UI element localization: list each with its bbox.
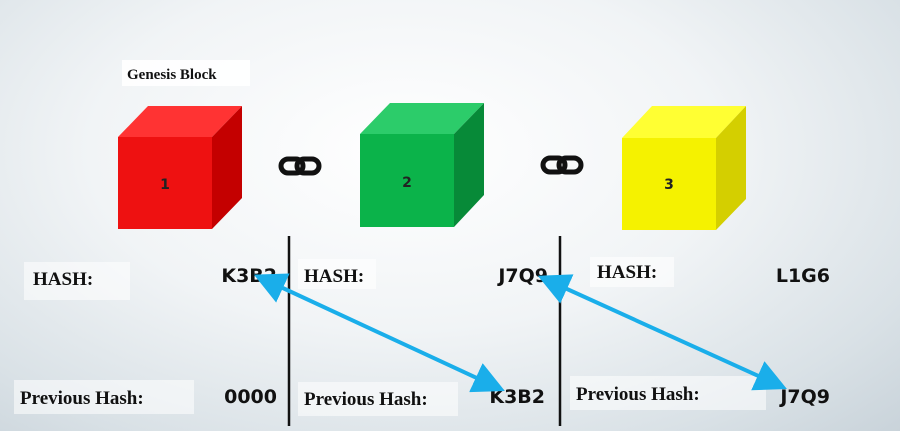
chain-link-icon	[278, 156, 322, 176]
block-3-hash-label: HASH:	[597, 262, 657, 283]
block-1-top	[118, 106, 242, 137]
link-arrow-1-2	[253, 273, 505, 393]
block-3-hash-value: L1G6	[776, 265, 830, 287]
block-3-cube: 3	[622, 106, 746, 230]
block-2-front	[360, 134, 454, 227]
block-1-cube: 1	[118, 106, 242, 229]
block-2-number: 2	[402, 175, 412, 191]
block-3-previous-hash-value: J7Q9	[778, 386, 830, 408]
block-2-hash-value: J7Q9	[496, 265, 548, 287]
block-1-previous-hash-label: Previous Hash:	[20, 388, 144, 409]
block-2-side	[454, 103, 484, 227]
block-1-previous-hash-value: 0000	[224, 386, 277, 408]
block-1-side	[212, 106, 242, 229]
block-3-side	[716, 106, 746, 230]
block-1-hash-value: K3B2	[221, 265, 277, 287]
block-2-top	[360, 103, 484, 134]
block-3-front	[622, 138, 716, 230]
chain-link-icon	[540, 155, 584, 175]
block-2-cube: 2	[360, 103, 484, 227]
block-1-front	[118, 137, 212, 229]
block-3-previous-hash-label: Previous Hash:	[576, 384, 700, 405]
genesis-label: Genesis Block	[127, 67, 217, 83]
link-arrow-2-3	[537, 274, 787, 391]
block-2-previous-hash-value: K3B2	[489, 386, 545, 408]
block-3-top	[622, 106, 746, 138]
block-1-number: 1	[160, 177, 170, 193]
block-3-number: 3	[664, 177, 674, 193]
block-2-hash-label: HASH:	[304, 266, 364, 287]
block-2-previous-hash-label: Previous Hash:	[304, 389, 428, 410]
block-1-hash-label: HASH:	[33, 269, 93, 290]
